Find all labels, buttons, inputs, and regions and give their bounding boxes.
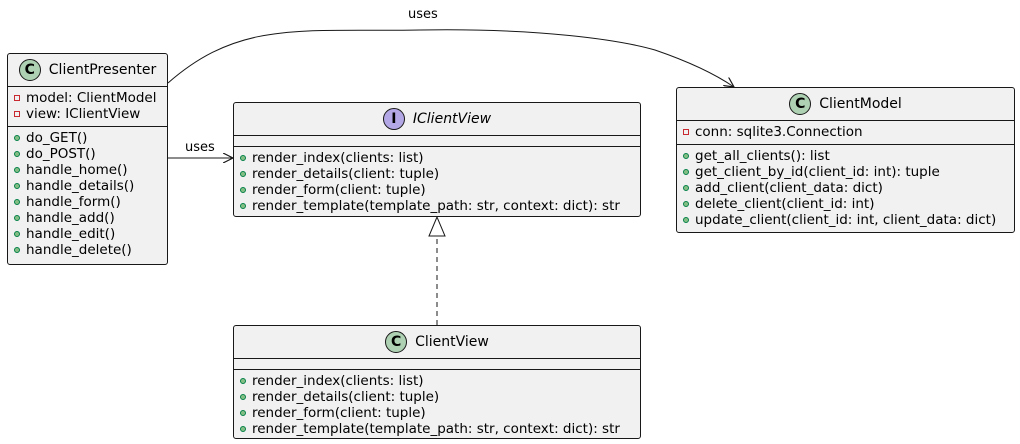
class-name: ClientView — [415, 334, 489, 350]
public-visibility-icon — [240, 410, 246, 416]
public-visibility-icon — [14, 231, 20, 237]
method-row: handle_delete() — [8, 242, 167, 258]
interface-stereotype-icon: I — [382, 108, 405, 130]
private-visibility-icon — [14, 111, 20, 117]
public-visibility-icon — [240, 171, 246, 177]
public-visibility-icon — [683, 153, 689, 159]
field-row: model: ClientModel — [8, 90, 167, 106]
methods-section: do_GET() do_POST() handle_home() handle_… — [8, 127, 167, 262]
method-row: render_index(clients: list) — [234, 373, 640, 389]
class-name: ClientPresenter — [48, 62, 157, 78]
public-visibility-icon — [240, 155, 246, 161]
fields-section — [234, 136, 640, 147]
method-row: get_all_clients(): list — [677, 148, 1014, 164]
method-row: render_details(client: tuple) — [234, 389, 640, 405]
public-visibility-icon — [683, 169, 689, 175]
method-row: handle_details() — [8, 178, 167, 194]
label-uses-view: uses — [185, 140, 215, 155]
method-row: render_form(client: tuple) — [234, 182, 640, 198]
methods-section: get_all_clients(): list get_client_by_id… — [677, 145, 1014, 232]
public-visibility-icon — [14, 135, 20, 141]
private-visibility-icon — [14, 95, 20, 101]
public-visibility-icon — [683, 201, 689, 207]
class-header: C ClientModel — [677, 88, 1014, 121]
interface-iclient-view[interactable]: I IClientView render_index(clients: list… — [233, 102, 641, 217]
public-visibility-icon — [683, 217, 689, 223]
realization-arrowhead — [428, 215, 446, 237]
public-visibility-icon — [14, 183, 20, 189]
public-visibility-icon — [14, 199, 20, 205]
fields-section: conn: sqlite3.Connection — [677, 121, 1014, 145]
method-row: render_template(template_path: str, cont… — [234, 421, 640, 437]
public-visibility-icon — [240, 187, 246, 193]
public-visibility-icon — [14, 247, 20, 253]
method-row: do_POST() — [8, 146, 167, 162]
public-visibility-icon — [240, 203, 246, 209]
method-row: handle_form() — [8, 194, 167, 210]
method-row: render_form(client: tuple) — [234, 405, 640, 421]
private-visibility-icon — [683, 129, 689, 135]
method-row: get_client_by_id(client_id: int): tuple — [677, 164, 1014, 180]
method-row: delete_client(client_id: int) — [677, 196, 1014, 212]
methods-section: render_index(clients: list) render_detai… — [234, 370, 640, 441]
class-client-presenter[interactable]: C ClientPresenter model: ClientModel vie… — [7, 53, 168, 265]
method-row: add_client(client_data: dict) — [677, 180, 1014, 196]
edge-presenter-uses-model — [167, 29, 734, 87]
method-row: do_GET() — [8, 130, 167, 146]
class-stereotype-icon: C — [789, 93, 812, 115]
class-header: I IClientView — [234, 103, 640, 136]
class-client-view[interactable]: C ClientView render_index(clients: list)… — [233, 325, 641, 439]
field-row: view: IClientView — [8, 106, 167, 122]
public-visibility-icon — [240, 378, 246, 384]
field-row: conn: sqlite3.Connection — [677, 124, 1014, 140]
public-visibility-icon — [14, 215, 20, 221]
public-visibility-icon — [14, 151, 20, 157]
class-name: IClientView — [412, 111, 492, 127]
class-name: ClientModel — [819, 96, 902, 112]
label-uses-model: uses — [408, 7, 438, 22]
public-visibility-icon — [240, 426, 246, 432]
method-row: render_template(template_path: str, cont… — [234, 198, 640, 214]
method-row: render_details(client: tuple) — [234, 166, 640, 182]
fields-section — [234, 359, 640, 370]
method-row: handle_edit() — [8, 226, 167, 242]
class-stereotype-icon: C — [385, 331, 408, 353]
fields-section: model: ClientModel view: IClientView — [8, 87, 167, 127]
class-header: C ClientPresenter — [8, 54, 167, 87]
class-stereotype-icon: C — [18, 59, 41, 81]
method-row: handle_home() — [8, 162, 167, 178]
class-client-model[interactable]: C ClientModel conn: sqlite3.Connection g… — [676, 87, 1015, 233]
class-header: C ClientView — [234, 326, 640, 359]
public-visibility-icon — [240, 394, 246, 400]
public-visibility-icon — [683, 185, 689, 191]
method-row: render_index(clients: list) — [234, 150, 640, 166]
public-visibility-icon — [14, 167, 20, 173]
methods-section: render_index(clients: list) render_detai… — [234, 147, 640, 218]
method-row: update_client(client_id: int, client_dat… — [677, 212, 1014, 228]
method-row: handle_add() — [8, 210, 167, 226]
